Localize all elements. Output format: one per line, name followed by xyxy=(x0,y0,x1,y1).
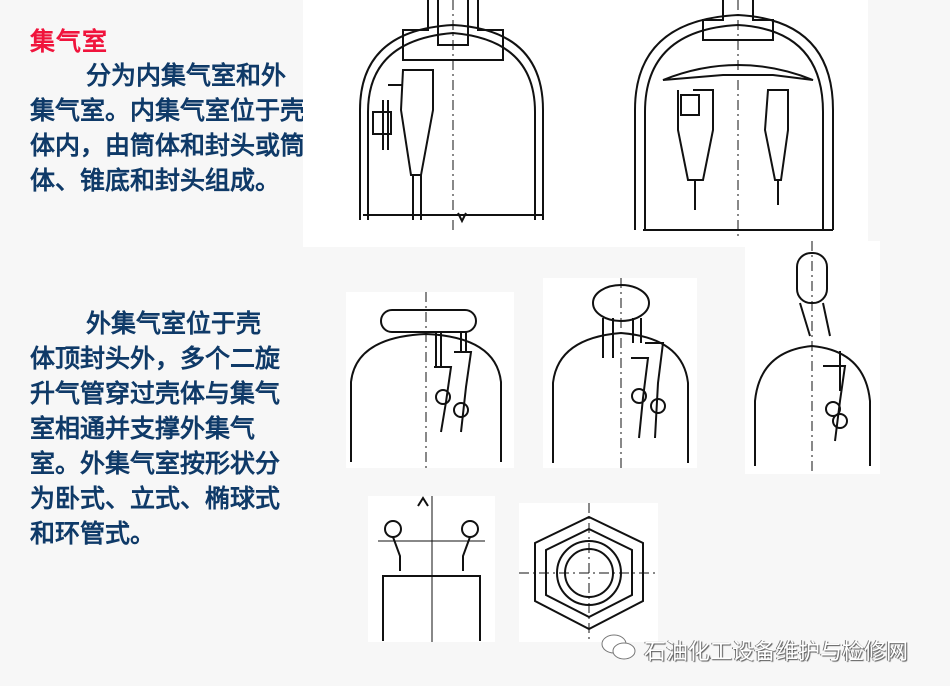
watermark: 石油化工设备维护与检修网 xyxy=(600,632,908,668)
inner-plenum-diagram xyxy=(303,0,868,247)
paragraph-text: 分为内集气室和外集气室。内集气室位于壳体内，由筒体和封头或筒体、锥底和封头组成。 xyxy=(30,61,306,195)
vertical-outer-plenum-diagram xyxy=(543,278,697,468)
horizontal-outer-plenum-diagram xyxy=(346,292,514,468)
paragraph-text: 外集气室位于壳体顶封头外，多个二旋升气管穿过壳体与集气室相通并支撑外集气室。外集… xyxy=(30,309,281,548)
wechat-icon xyxy=(600,632,638,668)
ellipsoidal-outer-plenum-diagram xyxy=(745,241,880,474)
ring-outer-plenum-side-diagram xyxy=(368,496,495,642)
watermark-text: 石油化工设备维护与检修网 xyxy=(644,640,909,665)
inner-plenum-description: 分为内集气室和外集气室。内集气室位于壳体内，由筒体和封头或筒体、锥底和封头组成。 xyxy=(30,58,305,198)
slide-title: 集气室 xyxy=(30,27,109,56)
ring-outer-plenum-top-diagram xyxy=(519,503,658,642)
outer-plenum-description: 外集气室位于壳体顶封头外，多个二旋升气管穿过壳体与集气室相通并支撑外集气室。外集… xyxy=(30,306,280,551)
